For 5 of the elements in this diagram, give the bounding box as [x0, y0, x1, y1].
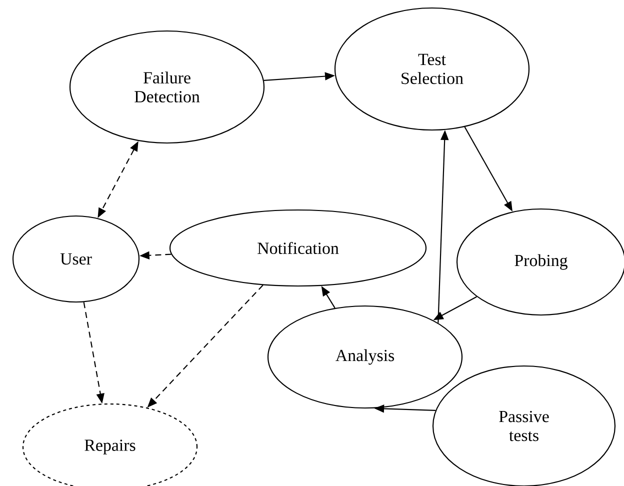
- ellipse-node: Notification: [169, 209, 427, 287]
- ellipse-node: User: [12, 215, 140, 303]
- ellipse-node: Test Selection: [334, 7, 530, 131]
- ellipse-node: Analysis: [267, 305, 463, 409]
- ellipse-node: Failure Detection: [69, 30, 265, 144]
